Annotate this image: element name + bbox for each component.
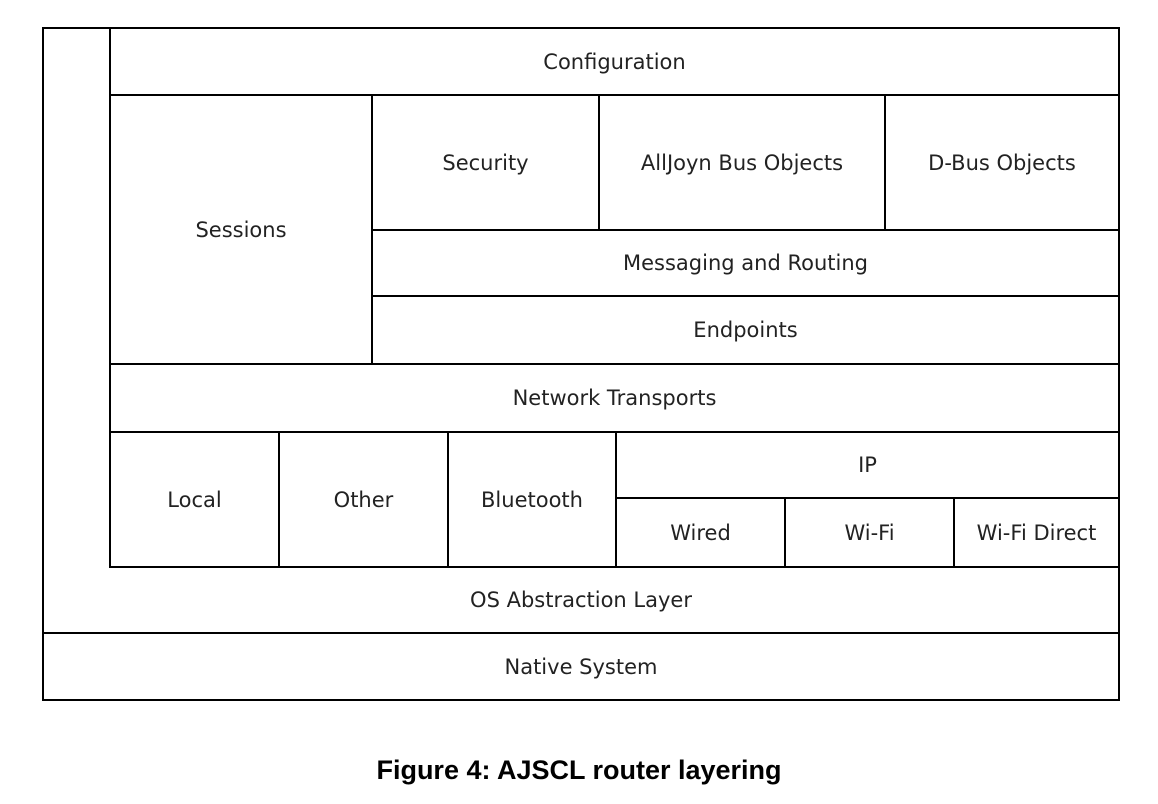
divider-other-right xyxy=(447,431,449,567)
configuration-layer: Configuration xyxy=(543,49,686,74)
divider-local-right xyxy=(278,431,280,567)
divider-wired-right xyxy=(784,497,786,567)
inner-left-border xyxy=(109,27,111,568)
security-layer: Security xyxy=(442,150,529,175)
os-abstraction-layer: OS Abstraction Layer xyxy=(470,588,692,612)
outer-left-border xyxy=(42,27,44,701)
divider-below-network-transports xyxy=(109,431,1120,433)
divider-bluetooth-right xyxy=(615,431,617,567)
wired-transport: Wired xyxy=(670,520,731,545)
divider-wifi-right xyxy=(953,497,955,567)
divider-security-right xyxy=(598,94,600,230)
divider-below-transports-block xyxy=(109,566,1120,568)
divider-alljoyn-right xyxy=(884,94,886,230)
outer-bottom-border xyxy=(42,699,1120,701)
messaging-and-routing-layer: Messaging and Routing xyxy=(623,251,868,275)
endpoints-layer: Endpoints xyxy=(693,318,798,342)
outer-top-border xyxy=(42,27,1120,29)
wifi-transport: Wi-Fi xyxy=(844,520,895,545)
network-transports-layer: Network Transports xyxy=(512,386,717,410)
divider-below-configuration xyxy=(109,94,1120,96)
divider-below-security-row xyxy=(371,229,1120,231)
figure-caption: Figure 4: AJSCL router layering xyxy=(376,754,782,785)
dbus-objects-layer: D-Bus Objects xyxy=(928,150,1076,175)
alljoyn-bus-objects-layer: AllJoyn Bus Objects xyxy=(640,150,844,175)
divider-below-os-abstraction xyxy=(42,632,1120,634)
wifi-direct-transport: Wi-Fi Direct xyxy=(976,520,1097,545)
native-system-layer: Native System xyxy=(504,654,658,679)
sessions-layer: Sessions xyxy=(195,217,287,242)
divider-below-messaging xyxy=(371,295,1120,297)
divider-below-sessions xyxy=(109,363,1120,365)
divider-below-ip xyxy=(615,497,1120,499)
ip-transport: IP xyxy=(858,453,877,477)
local-transport: Local xyxy=(167,487,222,512)
other-transport: Other xyxy=(333,487,394,512)
bluetooth-transport: Bluetooth xyxy=(481,487,583,512)
